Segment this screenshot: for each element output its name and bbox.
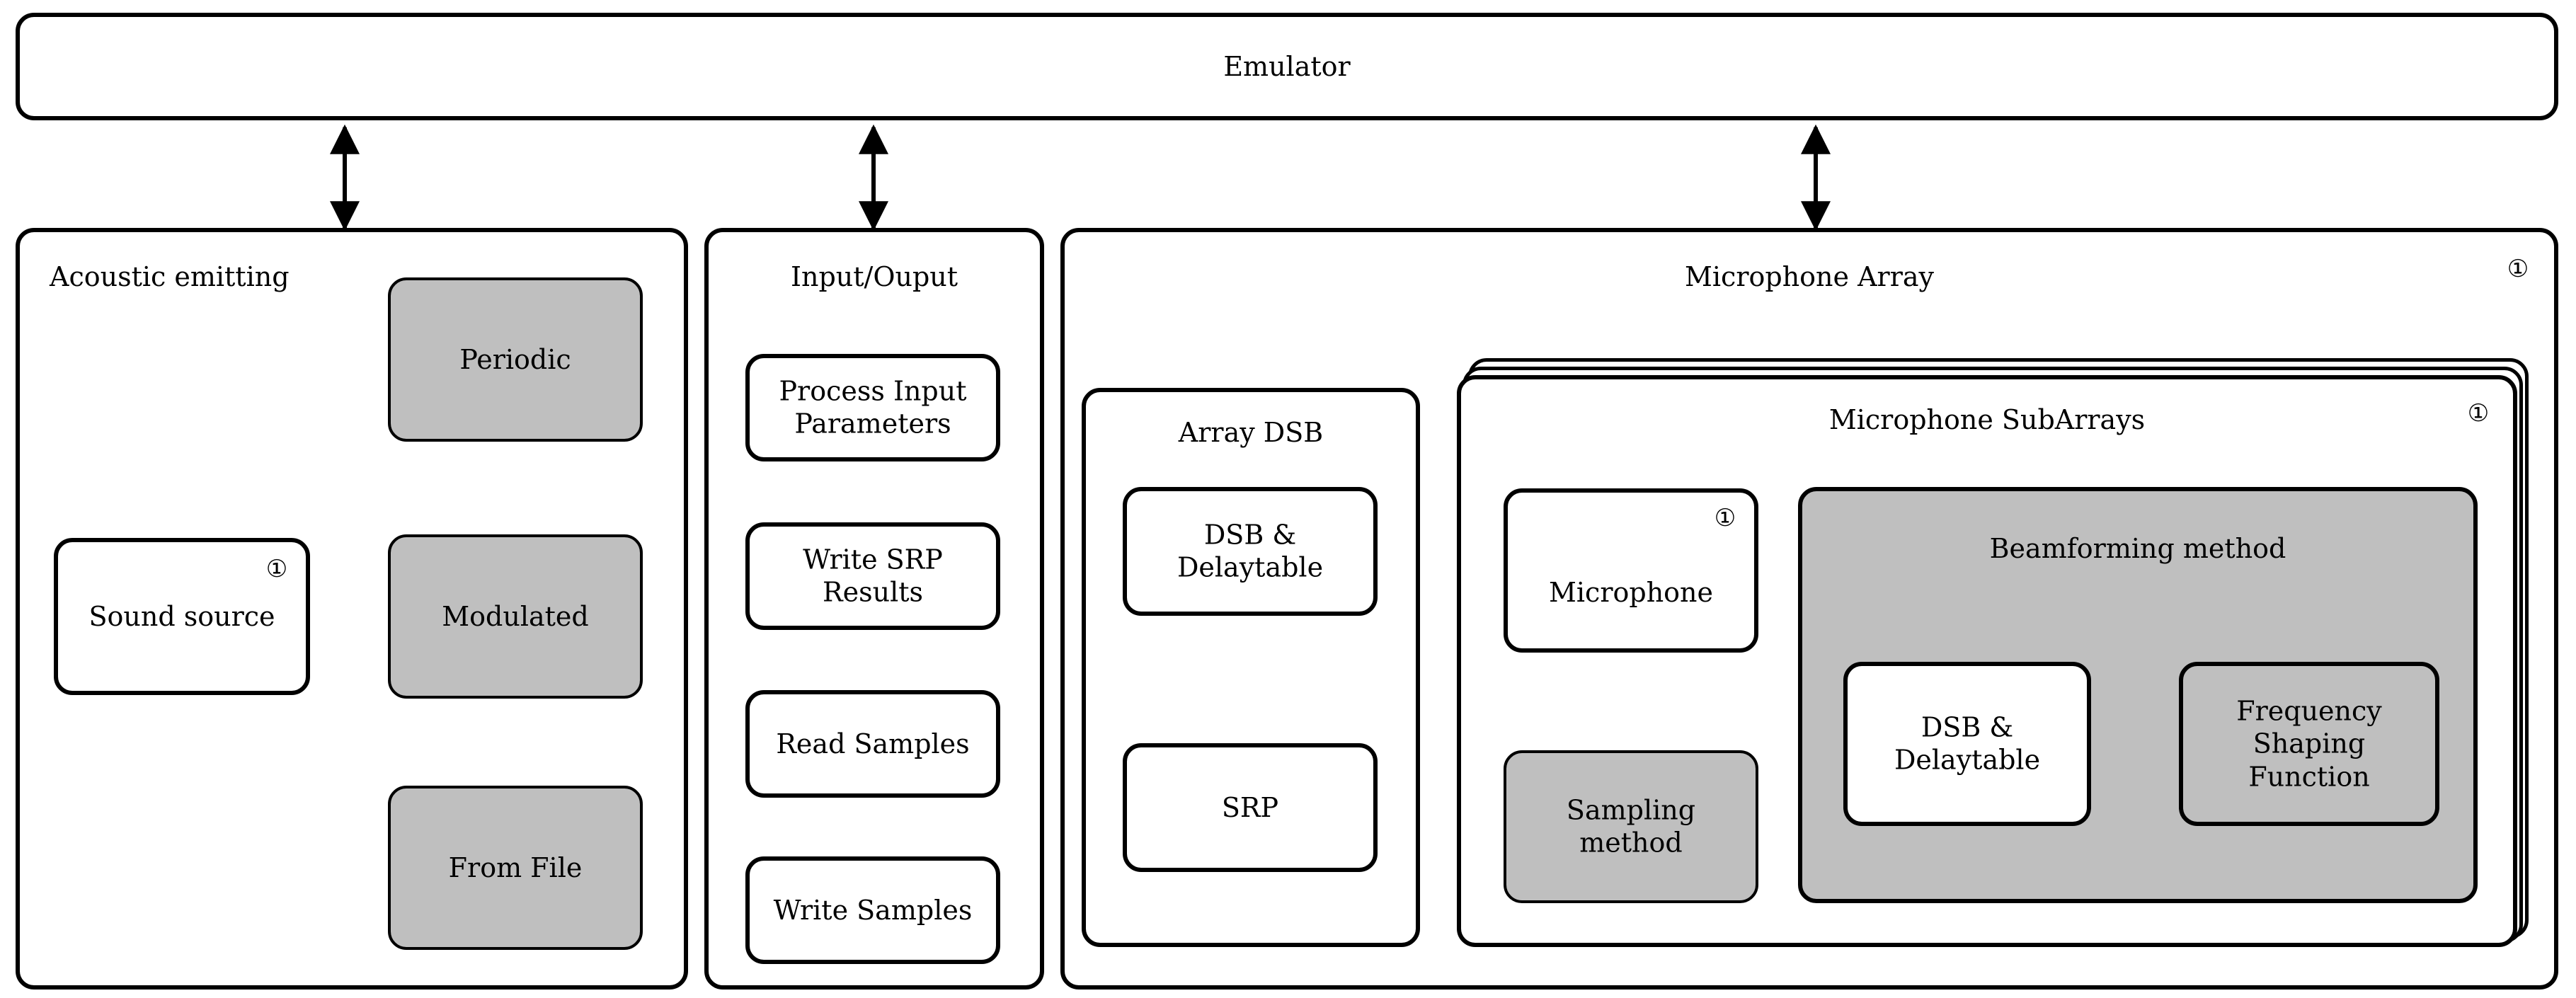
label-line-2: Shaping: [2252, 728, 2366, 759]
from-file-node[interactable]: From File: [388, 786, 643, 950]
periodic-label: Periodic: [459, 343, 571, 375]
microphone-node[interactable]: ① Microphone: [1504, 488, 1758, 653]
write-samples-label: Write Samples: [773, 894, 973, 926]
label-line-2: Results: [823, 577, 923, 608]
process-input-parameters-label: Process Input Parameters: [750, 375, 996, 441]
modulated-node[interactable]: Modulated: [388, 534, 643, 699]
label-line-1: Write SRP: [803, 544, 943, 575]
read-samples-node[interactable]: Read Samples: [745, 690, 1000, 798]
process-input-parameters-node[interactable]: Process Input Parameters: [745, 354, 1000, 461]
array-dsb-title: Array DSB: [1178, 417, 1324, 448]
frequency-shaping-function-label: Frequency Shaping Function: [2183, 694, 2435, 793]
write-samples-node[interactable]: Write Samples: [745, 856, 1000, 964]
periodic-node[interactable]: Periodic: [388, 277, 643, 442]
beamforming-dsb-delaytable-node[interactable]: DSB & Delaytable: [1843, 662, 2091, 826]
array-dsb-delaytable-label: DSB & Delaytable: [1127, 519, 1373, 585]
label-line-1: Sampling: [1566, 794, 1696, 826]
label-line-1: DSB &: [1920, 711, 2014, 743]
sound-source-label: Sound source: [88, 600, 275, 632]
emulator-label: Emulator: [1223, 50, 1351, 82]
input-output-title: Input/Ouput: [790, 261, 958, 292]
write-srp-results-node[interactable]: Write SRP Results: [745, 522, 1000, 630]
sound-source-node[interactable]: ① Sound source: [54, 538, 310, 695]
sampling-method-node[interactable]: Sampling method: [1504, 750, 1758, 903]
microphone-subarrays-title: Microphone SubArrays: [1828, 404, 2146, 435]
array-dsb-delaytable-node[interactable]: DSB & Delaytable: [1123, 487, 1378, 616]
label-line-1: DSB &: [1203, 519, 1297, 551]
microphone-badge: ①: [1714, 504, 1736, 532]
label-line-2: Delaytable: [1177, 552, 1324, 583]
frequency-shaping-function-node[interactable]: Frequency Shaping Function: [2179, 662, 2439, 826]
from-file-label: From File: [448, 851, 583, 883]
label-line-3: Function: [2248, 761, 2370, 793]
label-line-2: method: [1579, 827, 1683, 859]
microphone-subarrays-badge: ①: [2467, 399, 2490, 428]
array-srp-node[interactable]: SRP: [1123, 743, 1378, 872]
acoustic-emitting-title: Acoustic emitting: [50, 261, 290, 292]
beamforming-dsb-delaytable-label: DSB & Delaytable: [1848, 711, 2087, 777]
read-samples-label: Read Samples: [776, 728, 970, 759]
microphone-label: Microphone: [1548, 577, 1714, 608]
modulated-label: Modulated: [442, 600, 589, 632]
label-line-1: Process Input: [779, 375, 967, 407]
microphone-array-badge: ①: [2507, 255, 2529, 283]
label-line-2: Parameters: [794, 408, 951, 440]
label-line-2: Delaytable: [1894, 745, 2041, 776]
array-srp-label: SRP: [1221, 791, 1279, 823]
emulator-panel[interactable]: Emulator: [16, 13, 2558, 120]
label-line-1: Frequency: [2236, 695, 2382, 727]
microphone-array-title: Microphone Array: [1684, 261, 1934, 292]
write-srp-results-label: Write SRP Results: [750, 544, 996, 609]
sampling-method-label: Sampling method: [1506, 794, 1756, 860]
sound-source-badge: ①: [265, 555, 288, 583]
beamforming-method-title: Beamforming method: [1989, 533, 2286, 564]
